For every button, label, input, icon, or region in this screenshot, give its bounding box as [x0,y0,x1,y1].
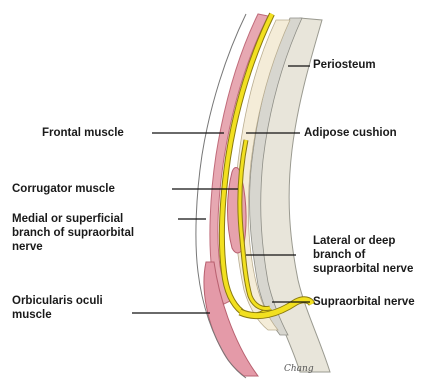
label-orbicularis: Orbicularis oculi muscle [12,294,103,322]
label-lateral-branch: Lateral or deep branch of supraorbital n… [313,234,413,276]
label-frontal-muscle: Frontal muscle [42,126,124,140]
label-lateral-line-2: branch of [313,248,413,262]
label-corrugator-muscle: Corrugator muscle [12,182,115,196]
label-lateral-line-1: Lateral or deep [313,234,413,248]
artist-signature: Chang [284,364,314,374]
label-medial-line-2: branch of supraorbital [12,226,134,240]
label-adipose-cushion: Adipose cushion [304,126,397,140]
label-medial-branch: Medial or superficial branch of supraorb… [12,212,134,254]
label-medial-line-1: Medial or superficial [12,212,134,226]
label-lateral-line-3: supraorbital nerve [313,262,413,276]
label-orbicularis-line-1: Orbicularis oculi [12,294,103,308]
label-orbicularis-line-2: muscle [12,308,103,322]
label-periosteum: Periosteum [313,58,376,72]
label-supraorbital-nerve: Supraorbital nerve [313,295,415,309]
label-medial-line-3: nerve [12,240,134,254]
